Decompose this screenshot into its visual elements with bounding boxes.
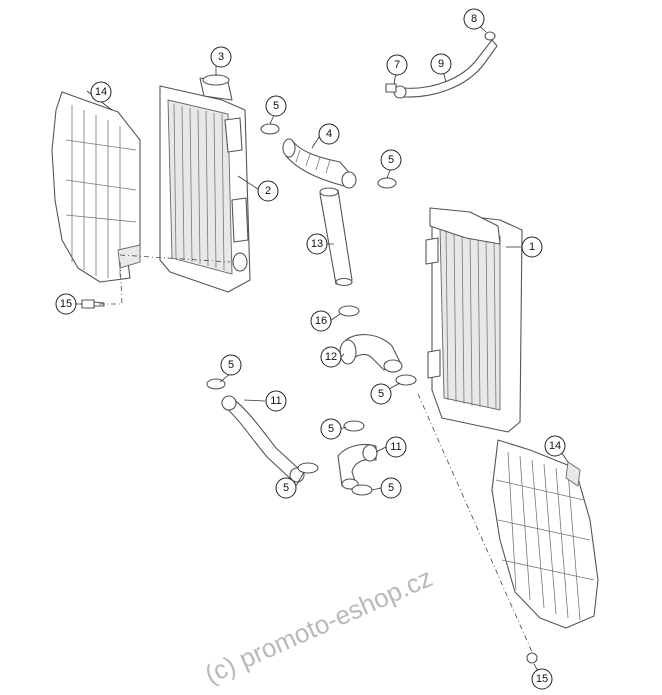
callout-label: 5 — [328, 423, 334, 435]
callout-label: 8 — [471, 13, 477, 25]
callout-label: 3 — [218, 51, 224, 63]
hose-11-left — [206, 378, 319, 483]
watermark-text: (c) promoto-eshop.cz — [200, 562, 437, 689]
radiator-guard-right — [491, 439, 599, 629]
callout: 15 — [531, 668, 553, 690]
hose-clamps — [260, 123, 417, 386]
callout: 8 — [463, 8, 485, 30]
callout-label: 5 — [388, 154, 394, 166]
callout-label: 5 — [283, 482, 289, 494]
callout: 5 — [320, 418, 342, 440]
assembly-lines — [96, 254, 533, 653]
hose-9 — [385, 31, 498, 99]
callout: 5 — [370, 383, 392, 405]
callout-label: 1 — [529, 241, 535, 253]
hose-12 — [338, 305, 403, 373]
callout: 5 — [380, 477, 402, 499]
callout: 11 — [265, 390, 287, 412]
callout: 4 — [318, 123, 340, 145]
callout: 1 — [521, 236, 543, 258]
callout: 11 — [385, 436, 407, 458]
callout-label: 16 — [315, 315, 327, 327]
callout-label: 5 — [273, 100, 279, 112]
callout-label: 15 — [60, 298, 72, 310]
callout-label: 4 — [326, 128, 332, 140]
callout-label: 15 — [536, 673, 548, 685]
callout: 13 — [306, 233, 328, 255]
callout-label: 2 — [265, 185, 271, 197]
callout: 7 — [386, 54, 408, 76]
callout-label: 11 — [270, 395, 281, 407]
radiator-right — [425, 207, 523, 433]
callout: 16 — [310, 310, 332, 332]
callout-label: 14 — [95, 86, 107, 98]
callout: 3 — [210, 46, 232, 68]
bolts — [81, 299, 538, 664]
callout-label: 9 — [438, 58, 444, 70]
callout: 9 — [430, 53, 452, 75]
callout-label: 5 — [228, 359, 234, 371]
callout-label: 11 — [390, 441, 401, 453]
callout: 14 — [544, 435, 566, 457]
callout-label: 5 — [378, 388, 384, 400]
callout: 12 — [320, 346, 342, 368]
callout: 14 — [90, 81, 112, 103]
callout-label: 13 — [311, 238, 323, 250]
callout-label: 7 — [394, 59, 400, 71]
pipe-13 — [319, 187, 353, 287]
callout-label: 14 — [549, 440, 561, 452]
radiator-guard-left — [51, 91, 141, 283]
radiator-left — [159, 74, 251, 293]
callout: 5 — [220, 354, 242, 376]
hose-11-center — [337, 420, 378, 496]
callout: 5 — [265, 95, 287, 117]
hose-4 — [282, 138, 357, 189]
callout: 2 — [257, 180, 279, 202]
callout-label: 12 — [325, 351, 337, 363]
callout: 5 — [275, 477, 297, 499]
callout: 5 — [380, 149, 402, 171]
callout: 15 — [55, 293, 77, 315]
callout-label: 5 — [388, 482, 394, 494]
